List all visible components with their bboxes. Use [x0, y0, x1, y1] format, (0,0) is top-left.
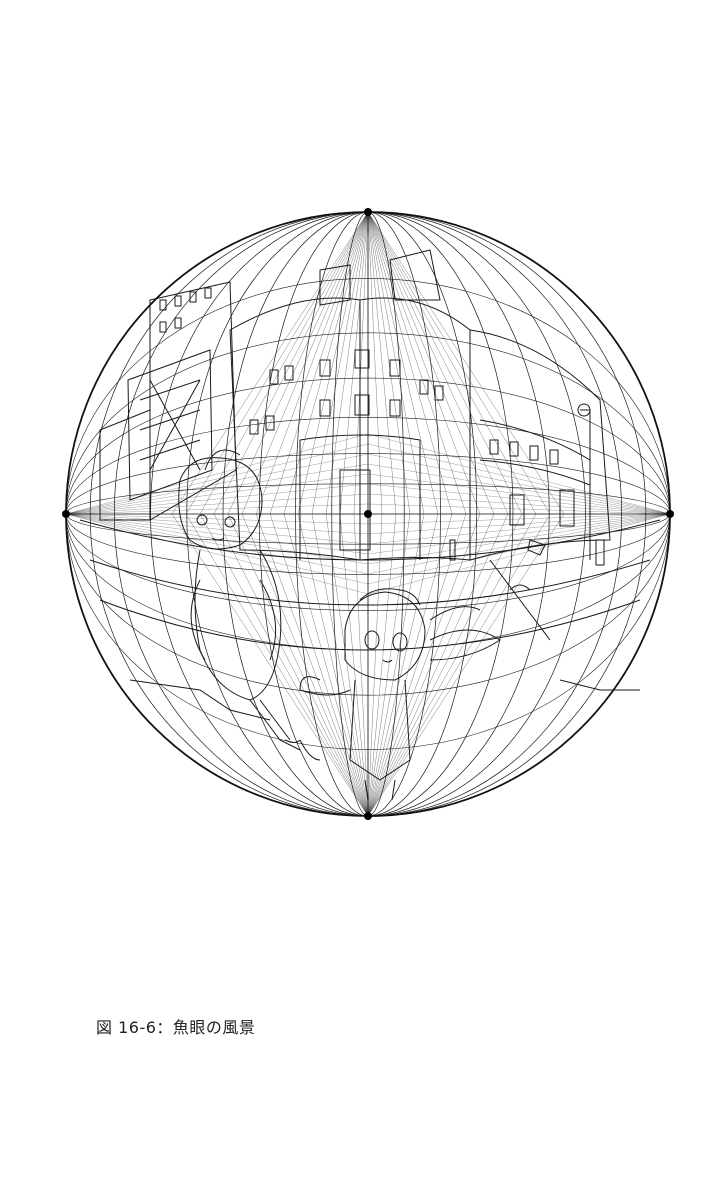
vanishing-ray: [213, 211, 369, 515]
vanishing-ray: [199, 513, 369, 817]
vanishing-ray: [367, 513, 671, 525]
vanishing-ray: [65, 503, 369, 515]
vanishing-point-dot: [364, 510, 372, 518]
vanishing-ray: [367, 513, 671, 565]
vanishing-ray: [367, 483, 671, 515]
vanishing-ray: [283, 211, 369, 515]
vanishing-ray: [65, 513, 369, 575]
vanishing-ray: [367, 473, 671, 515]
vanishing-ray: [367, 211, 509, 515]
vanishing-ray: [65, 513, 369, 535]
vanishing-ray: [367, 513, 671, 545]
vanishing-ray: [241, 211, 369, 515]
vanishing-ray: [367, 513, 383, 817]
vanishing-ray: [241, 513, 369, 817]
vanishing-ray: [367, 513, 671, 535]
vanishing-ray: [367, 513, 397, 817]
vanishing-ray: [367, 513, 671, 555]
vanishing-ray: [367, 211, 495, 515]
vanishing-ray: [367, 513, 671, 575]
boy-character: [299, 588, 501, 801]
vanishing-ray: [283, 513, 369, 817]
vanishing-ray: [255, 211, 369, 515]
street: [79, 519, 661, 721]
vanishing-ray: [367, 211, 425, 515]
vanishing-ray: [65, 513, 369, 565]
vanishing-ray: [353, 513, 369, 817]
vanishing-ray: [297, 211, 369, 515]
vanishing-ray: [367, 513, 425, 817]
vanishing-ray: [367, 513, 671, 595]
vanishing-ray: [325, 513, 369, 817]
vanishing-ray: [367, 513, 439, 817]
vanishing-ray: [227, 211, 369, 515]
vanishing-point-dot: [364, 812, 372, 820]
fisheye-illustration: [62, 208, 674, 820]
vanishing-ray: [367, 493, 671, 515]
vanishing-ray: [367, 513, 523, 817]
vanishing-ray: [367, 513, 551, 817]
vanishing-ray: [367, 513, 411, 817]
vanishing-ray: [339, 513, 369, 817]
vanishing-ray: [367, 211, 383, 515]
vanishing-ray: [325, 211, 369, 515]
vanishing-ray: [65, 513, 369, 555]
vanishing-ray: [65, 513, 369, 545]
vanishing-ray: [367, 211, 537, 515]
vanishing-ray: [367, 513, 537, 817]
vanishing-ray: [65, 443, 369, 515]
vanishing-point-dot: [62, 510, 70, 518]
vanishing-ray: [367, 211, 439, 515]
vanishing-ray: [227, 513, 369, 817]
vanishing-ray: [367, 211, 481, 515]
vanishing-ray: [353, 211, 369, 515]
vanishing-ray: [339, 211, 369, 515]
vanishing-ray: [65, 473, 369, 515]
vanishing-ray: [269, 513, 369, 817]
vanishing-ray: [367, 463, 671, 515]
vanishing-ray: [297, 513, 369, 817]
vanishing-ray: [185, 513, 369, 817]
vanishing-ray: [65, 463, 369, 515]
girl-character: [178, 449, 321, 761]
vanishing-ray: [367, 211, 397, 515]
vanishing-ray: [213, 513, 369, 817]
figure-caption: 図 16-6：魚眼の風景: [96, 1018, 256, 1037]
vanishing-point-dot: [666, 510, 674, 518]
fisheye-drawing: [62, 208, 674, 820]
vanishing-ray: [367, 433, 671, 515]
street-scene: [79, 249, 661, 801]
vanishing-ray: [367, 513, 481, 817]
vanishing-ray: [367, 211, 411, 515]
vanishing-ray: [367, 443, 671, 515]
vanishing-ray: [65, 433, 369, 515]
vanishing-ray: [367, 211, 565, 515]
vanishing-ray: [367, 513, 467, 817]
vanishing-ray: [65, 483, 369, 515]
vanishing-ray: [255, 513, 369, 817]
vanishing-ray: [171, 211, 369, 515]
vanishing-ray: [311, 211, 369, 515]
vanishing-ray: [367, 211, 551, 515]
vanishing-ray: [367, 211, 453, 515]
building-center: [229, 249, 471, 561]
vanishing-ray: [367, 513, 453, 817]
vanishing-ray: [367, 211, 467, 515]
vanishing-ray: [65, 453, 369, 515]
vanishing-ray: [65, 513, 369, 525]
vanishing-points: [62, 208, 674, 820]
vanishing-ray: [367, 513, 495, 817]
vanishing-ray: [367, 211, 523, 515]
vanishing-ray: [367, 453, 671, 515]
vanishing-ray: [367, 503, 671, 515]
street-details: [449, 539, 551, 641]
vanishing-point-dot: [364, 208, 372, 216]
vanishing-ray: [65, 513, 369, 595]
vanishing-ray: [171, 513, 369, 817]
vanishing-ray: [367, 513, 509, 817]
vanishing-ray: [185, 211, 369, 515]
vanishing-ray: [269, 211, 369, 515]
vanishing-ray: [199, 211, 369, 515]
vanishing-ray: [65, 493, 369, 515]
